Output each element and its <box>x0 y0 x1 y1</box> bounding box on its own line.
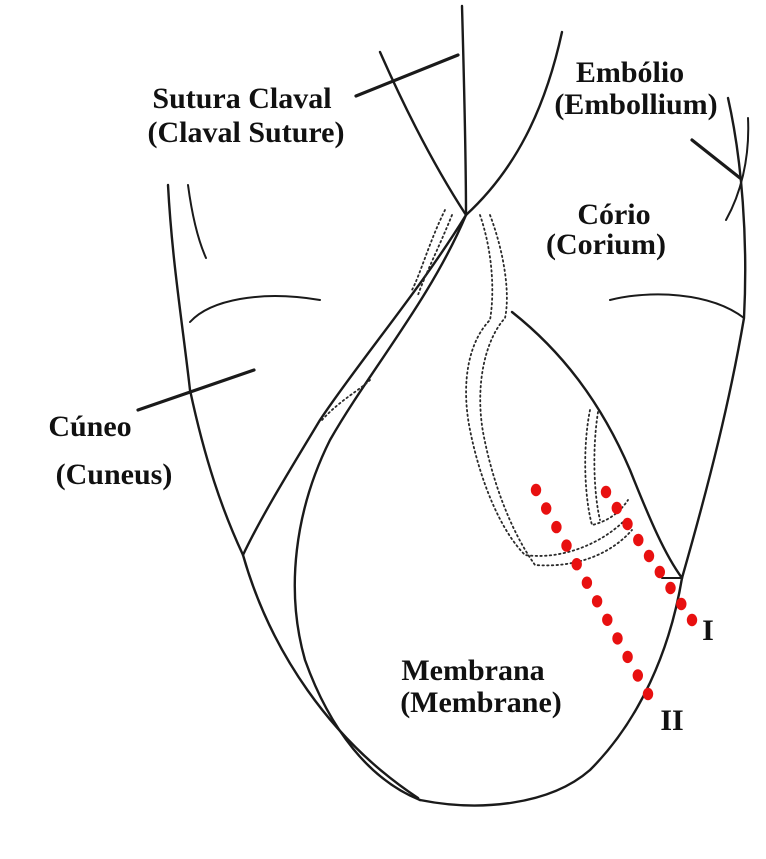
label-corium-en: (Corium) <box>546 228 666 261</box>
cut-line-I-dot <box>633 533 644 547</box>
membrane-veins-dotted <box>321 209 633 567</box>
leader-lines <box>136 53 742 412</box>
label-claval-suture-pt: Sutura Claval <box>152 82 331 115</box>
leader-claval-suture <box>354 53 460 98</box>
cut-line-I <box>600 485 698 627</box>
label-corium-pt: Cório <box>577 198 650 231</box>
claval-boundary-left <box>241 213 468 557</box>
leader-cuneus <box>136 368 256 412</box>
cut-line-II-dot <box>571 558 582 571</box>
cut-line-II-dot <box>551 520 562 534</box>
dotted-vein-left-2 <box>417 214 453 296</box>
claval-line-center <box>460 4 468 217</box>
cut-line-II-dot <box>591 595 603 608</box>
label-claval-suture-en: (Claval Suture) <box>148 116 345 149</box>
claval-line-right <box>464 30 564 217</box>
label-cut-II: II <box>660 704 683 737</box>
label-membrane-en: (Membrane) <box>400 686 562 719</box>
left-cross-vein <box>189 295 321 323</box>
dotted-vein-inner-1 <box>465 214 626 557</box>
label-membrane-pt: Membrana <box>401 654 544 687</box>
membrane-inner-border <box>293 213 468 802</box>
cut-line-I-dot <box>611 501 622 515</box>
cut-line-I-dot <box>665 581 676 595</box>
cut-line-II-dot <box>632 669 643 682</box>
cut-line-II-dot <box>530 483 542 497</box>
cut-line-I-dot <box>654 565 665 579</box>
label-embolium-pt: Embólio <box>576 56 684 89</box>
membrane-outer-border <box>418 576 684 807</box>
dotted-vein-left-1 <box>411 209 446 291</box>
cut-line-I-dot <box>600 485 612 499</box>
label-embolium-en: (Embollium) <box>554 88 717 121</box>
label-cut-I: I <box>702 614 714 647</box>
cut-line-II <box>530 483 654 701</box>
label-cuneus-pt: Cúneo <box>48 410 131 443</box>
right-embolar-line <box>725 117 750 221</box>
cut-line-II-dot <box>602 613 613 626</box>
cut-line-II-dot <box>581 576 593 589</box>
left-embolar-line <box>187 184 207 259</box>
cut-line-II-dot <box>642 687 654 701</box>
leader-embolium <box>690 138 742 180</box>
wing-outline <box>166 4 750 807</box>
cut-line-I-dot <box>643 549 655 563</box>
cut-line-I-dot <box>676 597 687 611</box>
cut-line-II-dot <box>561 539 572 552</box>
right-cross-vein <box>609 293 745 319</box>
claval-line-left <box>378 50 468 217</box>
dotted-vein-cell-2 <box>593 411 601 521</box>
dotted-vein-inner-2 <box>479 214 633 567</box>
label-cuneus-en: (Cuneus) <box>56 458 173 491</box>
cut-line-II-dot <box>612 632 623 645</box>
dotted-vein-outer <box>321 379 371 421</box>
cut-line-II-dot <box>622 650 633 664</box>
right-outer-margin <box>680 96 747 580</box>
cut-line-I-dot <box>686 613 698 627</box>
cut-line-I-dot <box>622 517 633 531</box>
left-outer-margin <box>166 183 420 800</box>
corium-right-border <box>510 310 684 580</box>
cut-line-II-dot <box>541 502 552 515</box>
